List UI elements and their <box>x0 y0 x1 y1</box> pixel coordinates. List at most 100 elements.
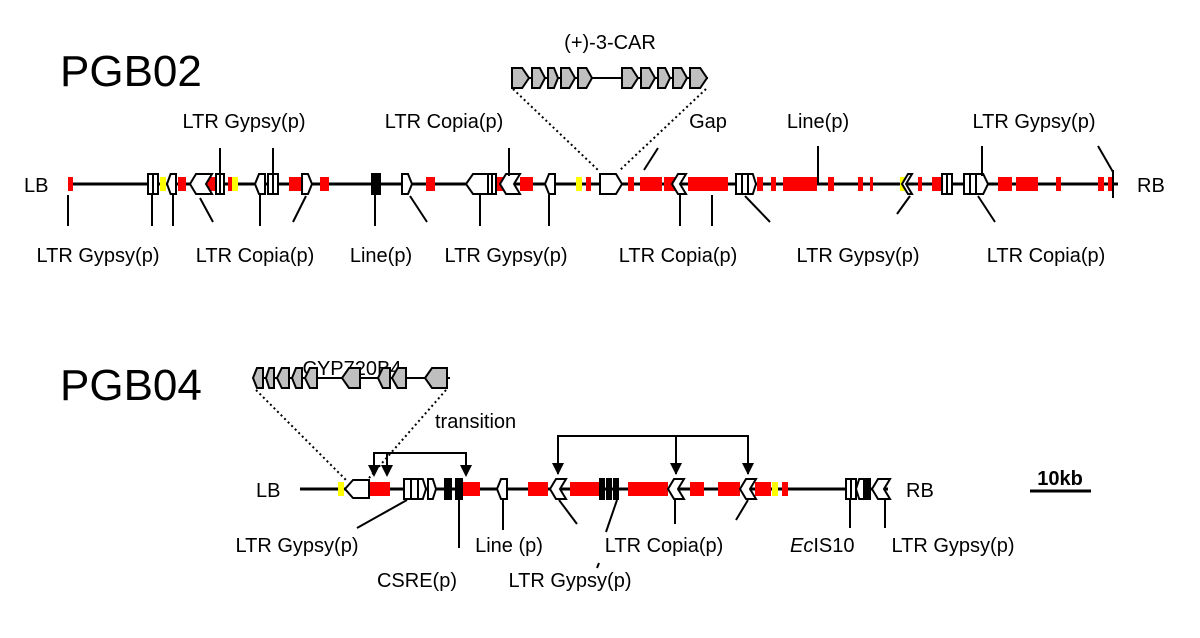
pgb04-label-ltr-gypsy-3: LTR Gypsy(p) <box>892 535 1015 557</box>
pgb04-title: PGB04 <box>60 361 202 410</box>
pgb04-red-block <box>690 482 704 496</box>
pgb04-label-ecis10-suffix: IS10 <box>813 535 854 557</box>
pgb02-yellow-block <box>232 177 238 191</box>
pgb02-gene-exon <box>672 67 689 89</box>
pgb04-ltr-copia <box>738 478 758 500</box>
pgb02-features <box>68 170 1114 198</box>
pgb04-label-ltr-gypsy-1: LTR Gypsy(p) <box>236 535 359 557</box>
pgb02-ltr-copia <box>188 173 214 195</box>
pgb04-gene-exon <box>251 367 264 389</box>
pgb02-te-box <box>165 173 177 195</box>
pgb04-red-block <box>528 482 548 496</box>
pgb02-gene-exon <box>577 67 594 89</box>
pgb04-black-element <box>865 478 871 500</box>
pgb04-yellow-block <box>338 482 344 496</box>
pgb02-label-gap: Gap <box>689 111 727 133</box>
pgb02-gene-exons <box>511 67 709 89</box>
pgb02-gene-exon <box>689 67 709 89</box>
scale-bar: 10kb <box>1030 468 1091 493</box>
pgb04-ltr-gypsy <box>870 478 892 500</box>
pgb02-red-block <box>828 177 834 191</box>
pgb04-red-block <box>570 482 600 496</box>
pgb02-label-ltr-gypsy-2: LTR Gypsy(p) <box>445 245 568 267</box>
pgb02-label-line-bottom: Line(p) <box>350 245 412 267</box>
pgb02-red-block <box>870 177 873 191</box>
pgb02-gene-exon <box>531 67 547 89</box>
pgb02-te-box <box>253 173 266 195</box>
pgb02-label-ltr-gypsy-top: LTR Gypsy(p) <box>183 111 306 133</box>
pgb04-gene-exon <box>423 367 448 389</box>
pgb02-right-border: RB <box>1137 175 1165 197</box>
pgb04-ltr-copia <box>666 478 686 500</box>
pgb04-features <box>338 478 892 500</box>
pgb04-gene-exon <box>376 367 391 389</box>
pgb02-red-block <box>858 177 863 191</box>
pgb02-label-ltr-copia-1: LTR Copia(p) <box>196 245 315 267</box>
pgb04-te-box <box>427 478 438 500</box>
pgb04-ltr-copia <box>548 478 568 500</box>
pgb02-red-block <box>178 177 186 191</box>
pgb04-gene-exon <box>340 367 361 389</box>
pgb04-black-element <box>444 478 452 500</box>
pgb02-leader-lines <box>67 145 1114 226</box>
pgb02-title: PGB02 <box>60 47 202 96</box>
pgb04-left-border: LB <box>256 480 280 502</box>
pgb04-gene-exon <box>275 367 290 389</box>
pgb02-label-ltr-copia-3: LTR Copia(p) <box>987 245 1106 267</box>
pgb02-gene-exon <box>547 67 560 89</box>
pgb04-red-block <box>782 482 788 496</box>
pgb02-red-block <box>783 177 817 191</box>
pgb02-te-box <box>464 173 489 195</box>
pgb02-gene-name: (+)-3-CAR <box>564 32 656 54</box>
pgb04-gene-exon <box>303 367 318 389</box>
pgb04-label-csre: CSRE(p) <box>377 570 457 592</box>
pgb02-red-block <box>998 177 1012 191</box>
pgb04-red-block <box>628 482 668 496</box>
pgb02-te-box <box>401 173 414 195</box>
pgb04-gene-exon <box>264 367 275 389</box>
pgb04-yellow-block <box>772 482 778 496</box>
pgb02-ltr-copia <box>670 173 688 195</box>
pgb04-red-block <box>755 482 771 496</box>
pgb02-gene-exon <box>621 67 640 89</box>
pgb04-zoom-line-right <box>368 389 447 479</box>
pgb02-red-block <box>757 177 763 191</box>
pgb04-black-element <box>455 478 463 500</box>
pgb04-gene-exon <box>390 367 407 389</box>
pgb02-label-ltr-copia-top: LTR Copia(p) <box>385 111 504 133</box>
pgb02-gene-model: (+)-3-CAR <box>511 32 709 171</box>
pgb02-label-ltr-gypsy-top-right: LTR Gypsy(p) <box>973 111 1096 133</box>
pgb04-transition-arrows: transition <box>368 411 754 477</box>
pgb02-red-block <box>1056 177 1061 191</box>
pgb02-ltr-copia <box>498 173 522 195</box>
pgb02-gene-exon <box>640 67 657 89</box>
pgb04-leader-lines <box>356 499 886 569</box>
pgb04-gene-insert <box>343 479 370 499</box>
pgb04-red-block <box>718 482 740 496</box>
pgb02-red-block <box>228 177 234 191</box>
pgb04-black-element <box>613 478 619 500</box>
pgb02-red-block <box>688 177 728 191</box>
pgb02-left-border: LB <box>24 175 48 197</box>
pgb02-red-block <box>586 177 591 191</box>
pgb02-red-block <box>520 177 533 191</box>
pgb02-gene-exon <box>657 67 672 89</box>
pgb02-ltr-copia <box>900 173 914 195</box>
pgb04-te-box <box>417 478 428 500</box>
pgb02-red-block <box>426 177 435 191</box>
pgb02-te-box <box>975 173 990 195</box>
pgb04-right-border: RB <box>906 480 934 502</box>
pgb04-te-box <box>495 478 508 500</box>
pgb02-red-block <box>1098 177 1104 191</box>
pgb02-yellow-block <box>160 177 166 191</box>
pgb02-gene-insert <box>599 173 624 195</box>
pgb02-te-box <box>301 173 314 195</box>
pgb02-yellow-block <box>576 177 582 191</box>
pgb04-gene-exon <box>290 367 303 389</box>
pgb02-line-element <box>371 173 381 195</box>
pgb02-label-ltr-gypsy-1: LTR Gypsy(p) <box>37 245 160 267</box>
pgb02-te-box <box>747 173 758 195</box>
pgb02-red-block <box>68 177 73 191</box>
pgb04-te-box <box>854 478 865 500</box>
pgb04-gene-model: CYP720B4 <box>251 358 450 481</box>
